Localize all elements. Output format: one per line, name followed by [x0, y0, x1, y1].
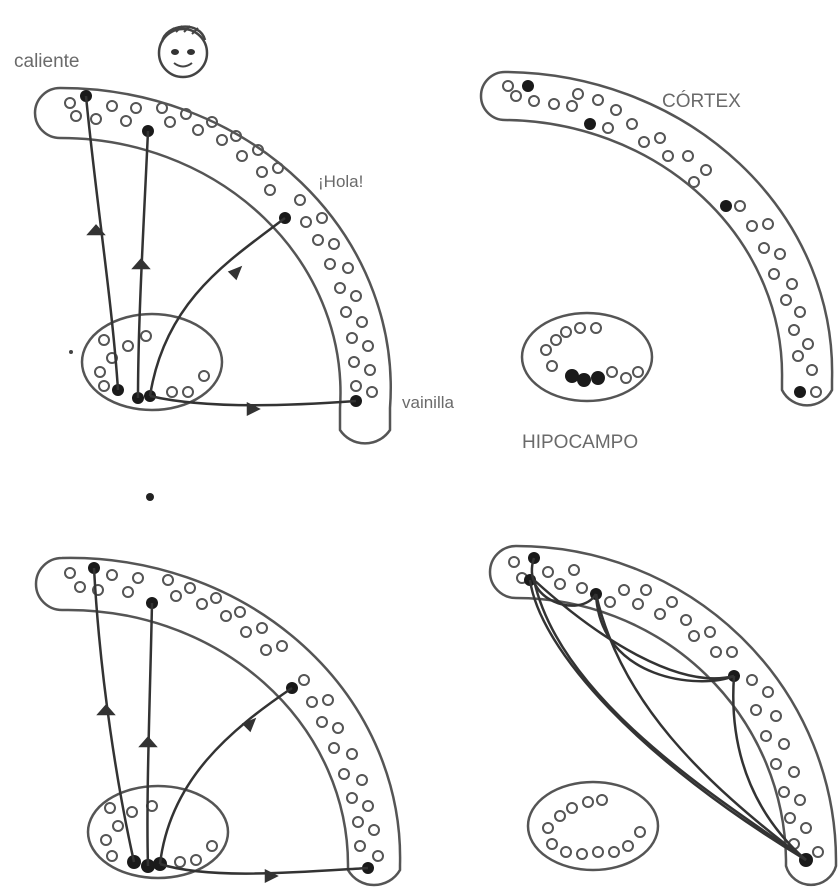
panel-bottom-right	[490, 546, 836, 885]
hippocampus-ellipse	[88, 786, 228, 878]
cortex-active-neurons	[522, 80, 806, 398]
label-hot: caliente	[14, 51, 80, 72]
panel-bottom-left	[36, 558, 400, 885]
stray-dot	[146, 493, 154, 501]
person-face-icon	[159, 26, 207, 77]
label-hello: ¡Hola!	[318, 172, 363, 191]
stray-dot	[69, 350, 73, 354]
panel-top-right	[481, 72, 832, 405]
cortex-active-neurons	[88, 562, 374, 874]
label-vanilla: vainilla	[402, 393, 455, 412]
label-hippocampus: HIPOCAMPO	[522, 432, 638, 453]
hippocampus-ellipse	[522, 313, 652, 401]
label-cortex: CÓRTEX	[662, 90, 741, 112]
hippocampus-ellipse	[528, 782, 658, 870]
cortex-band	[35, 88, 391, 443]
panel-top-left	[35, 88, 391, 443]
